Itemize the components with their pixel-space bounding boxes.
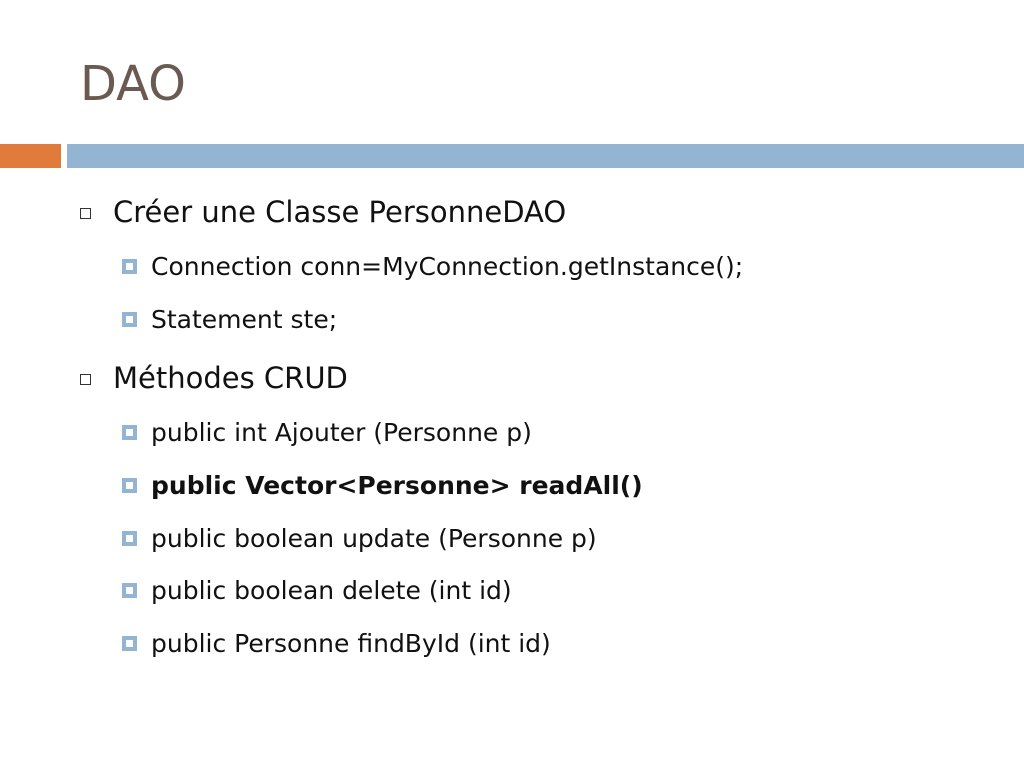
sub-bullet-item-delete: public boolean delete (int id) <box>122 574 512 608</box>
sub-bullet-item-ajouter: public int Ajouter (Personne p) <box>122 416 532 450</box>
bullet-item-crud-methods: Méthodes CRUD <box>80 358 348 398</box>
sub-bullet-text: public int Ajouter (Personne p) <box>151 418 532 447</box>
sub-bullet-text: public Personne findById (int id) <box>151 629 551 658</box>
bullet-text: Méthodes CRUD <box>113 361 348 395</box>
slide-title: DAO <box>80 56 186 112</box>
sub-bullet-item-statement: Statement ste; <box>122 303 337 337</box>
sub-bullet-text: public boolean update (Personne p) <box>151 524 597 553</box>
accent-bar <box>0 144 61 168</box>
sub-bullet-item-update: public boolean update (Personne p) <box>122 522 597 556</box>
square-bullet-icon <box>122 312 137 327</box>
sub-bullet-item-connection: Connection conn=MyConnection.getInstance… <box>122 250 743 284</box>
sub-bullet-text: Statement ste; <box>151 305 338 334</box>
square-bullet-icon <box>122 425 137 440</box>
sub-bullet-text: Connection conn=MyConnection.getInstance… <box>151 252 744 281</box>
hollow-square-bullet-icon <box>80 208 91 219</box>
sub-bullet-text: public Vector<Personne> readAll() <box>151 471 643 500</box>
square-bullet-icon <box>122 636 137 651</box>
hollow-square-bullet-icon <box>80 374 91 385</box>
sub-bullet-text: public boolean delete (int id) <box>151 576 512 605</box>
square-bullet-icon <box>122 583 137 598</box>
square-bullet-icon <box>122 531 137 546</box>
square-bullet-icon <box>122 478 137 493</box>
bullet-item-create-class: Créer une Classe PersonneDAO <box>80 192 566 232</box>
sub-bullet-item-readall: public Vector<Personne> readAll() <box>122 469 643 503</box>
square-bullet-icon <box>122 259 137 274</box>
bullet-text: Créer une Classe PersonneDAO <box>113 195 567 229</box>
sub-bullet-item-findbyid: public Personne findById (int id) <box>122 627 551 661</box>
title-divider-bar <box>67 144 1024 168</box>
